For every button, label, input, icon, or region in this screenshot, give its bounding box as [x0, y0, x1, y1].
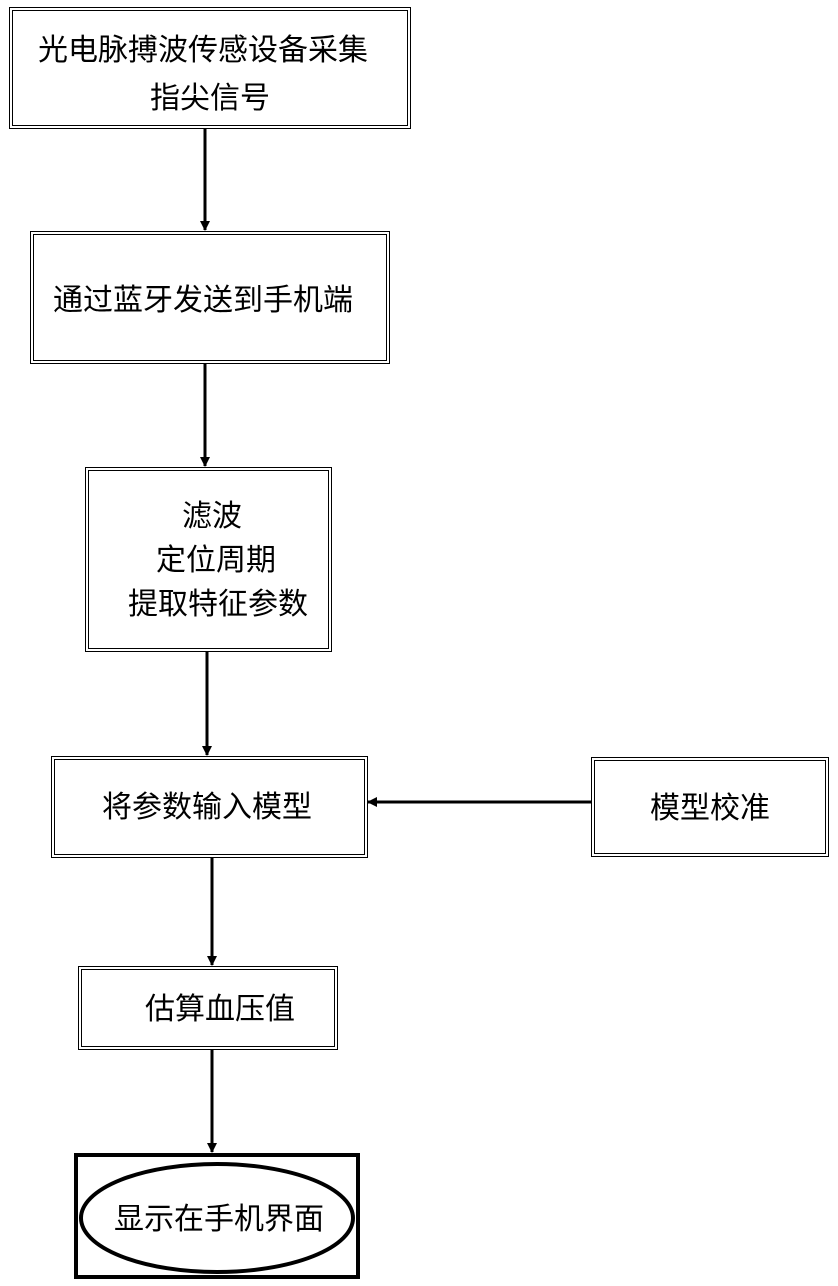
step-estimate-box: 估算血压值	[78, 966, 338, 1050]
step-display-box: 显示在手机界面	[74, 1153, 360, 1279]
step-calibration-box: 模型校准	[591, 757, 829, 857]
step-display-label: 显示在手机界面	[114, 1201, 324, 1239]
step-process-line1: 滤波	[182, 498, 242, 536]
step-bluetooth-box: 通过蓝牙发送到手机端	[30, 231, 390, 364]
step-calibration-label: 模型校准	[650, 790, 770, 828]
step-acquire-line1: 光电脉搏波传感设备采集	[38, 32, 368, 70]
step-process-line2: 定位周期	[156, 542, 276, 580]
step-acquire-box: 光电脉搏波传感设备采集 指尖信号	[9, 7, 411, 129]
step-estimate-label: 估算血压值	[145, 991, 295, 1029]
step-model-input-label: 将参数输入模型	[102, 789, 312, 827]
step-bluetooth-label: 通过蓝牙发送到手机端	[53, 282, 353, 320]
step-process-line3: 提取特征参数	[128, 586, 308, 624]
step-model-input-box: 将参数输入模型	[51, 756, 368, 858]
step-process-box: 滤波 定位周期 提取特征参数	[85, 467, 332, 652]
step-acquire-line2: 指尖信号	[150, 80, 270, 118]
